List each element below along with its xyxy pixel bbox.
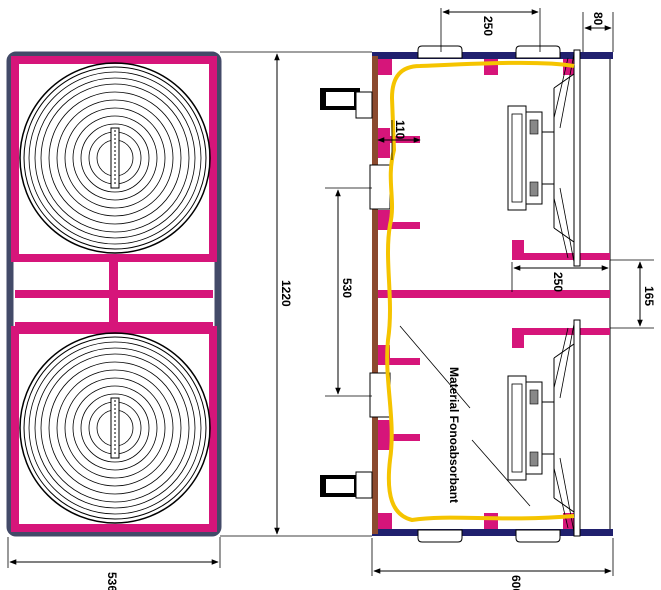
port-top-lip bbox=[512, 240, 524, 260]
dim-brace-offset: 110 bbox=[377, 120, 421, 160]
bottom-handle bbox=[320, 471, 373, 499]
label-vent-height: 530 bbox=[340, 278, 354, 298]
top-woofer bbox=[19, 62, 211, 254]
lower-brace-2 bbox=[378, 434, 420, 441]
label-front-width: 536 bbox=[105, 572, 119, 590]
lower-brace-2-block bbox=[378, 420, 390, 450]
dim-vent-height: 530 bbox=[325, 187, 372, 397]
port-bottom-shelf bbox=[512, 328, 610, 335]
top-woofer-panel bbox=[11, 56, 217, 262]
side-view: Material Fonoabsorbant bbox=[320, 45, 613, 543]
vent-upper bbox=[369, 164, 391, 210]
top-block-front bbox=[378, 59, 392, 75]
label-brace-offset: 110 bbox=[393, 120, 407, 140]
top-rail bbox=[372, 52, 613, 59]
upper-brace-block bbox=[378, 210, 390, 230]
upper-brace bbox=[378, 222, 420, 229]
bottom-woofer-side bbox=[507, 319, 581, 537]
upper-brace-2-block bbox=[378, 128, 390, 158]
bottom-woofer bbox=[19, 332, 211, 524]
label-port-depth: 250 bbox=[551, 272, 565, 292]
dim-port-depth: 250 bbox=[511, 262, 609, 292]
label-front-height: 1220 bbox=[279, 280, 293, 307]
dim-front-height: 1220 bbox=[220, 51, 372, 537]
port-top-shelf bbox=[512, 253, 610, 260]
bottom-rail bbox=[372, 529, 613, 536]
bottom-block-mid bbox=[484, 513, 498, 529]
absorbent-material-label: Material Fonoabsorbant bbox=[447, 367, 461, 503]
port-bottom-lip bbox=[512, 328, 524, 348]
dim-rear-gap: 80 bbox=[582, 12, 614, 52]
dim-side-depth: 600 bbox=[371, 538, 614, 590]
bottom-block-front bbox=[378, 513, 392, 529]
label-port-width: 250 bbox=[481, 16, 495, 36]
dim-port-height: 165 bbox=[610, 259, 656, 329]
label-side-depth: 600 bbox=[509, 575, 523, 590]
side-center-shelf bbox=[378, 290, 610, 298]
front-frame bbox=[6, 51, 222, 537]
front-baffle bbox=[372, 56, 378, 534]
foam-lining bbox=[385, 60, 575, 522]
front-view bbox=[6, 51, 222, 537]
top-woofer-side bbox=[507, 49, 581, 267]
dim-port-width: 250 bbox=[440, 8, 541, 52]
top-handle bbox=[320, 88, 373, 119]
label-rear-gap: 80 bbox=[591, 12, 605, 26]
dim-front-width: 536 bbox=[7, 537, 221, 590]
label-port-height: 165 bbox=[642, 286, 656, 306]
middle-brace-vertical bbox=[109, 262, 118, 330]
lower-brace bbox=[378, 358, 420, 365]
